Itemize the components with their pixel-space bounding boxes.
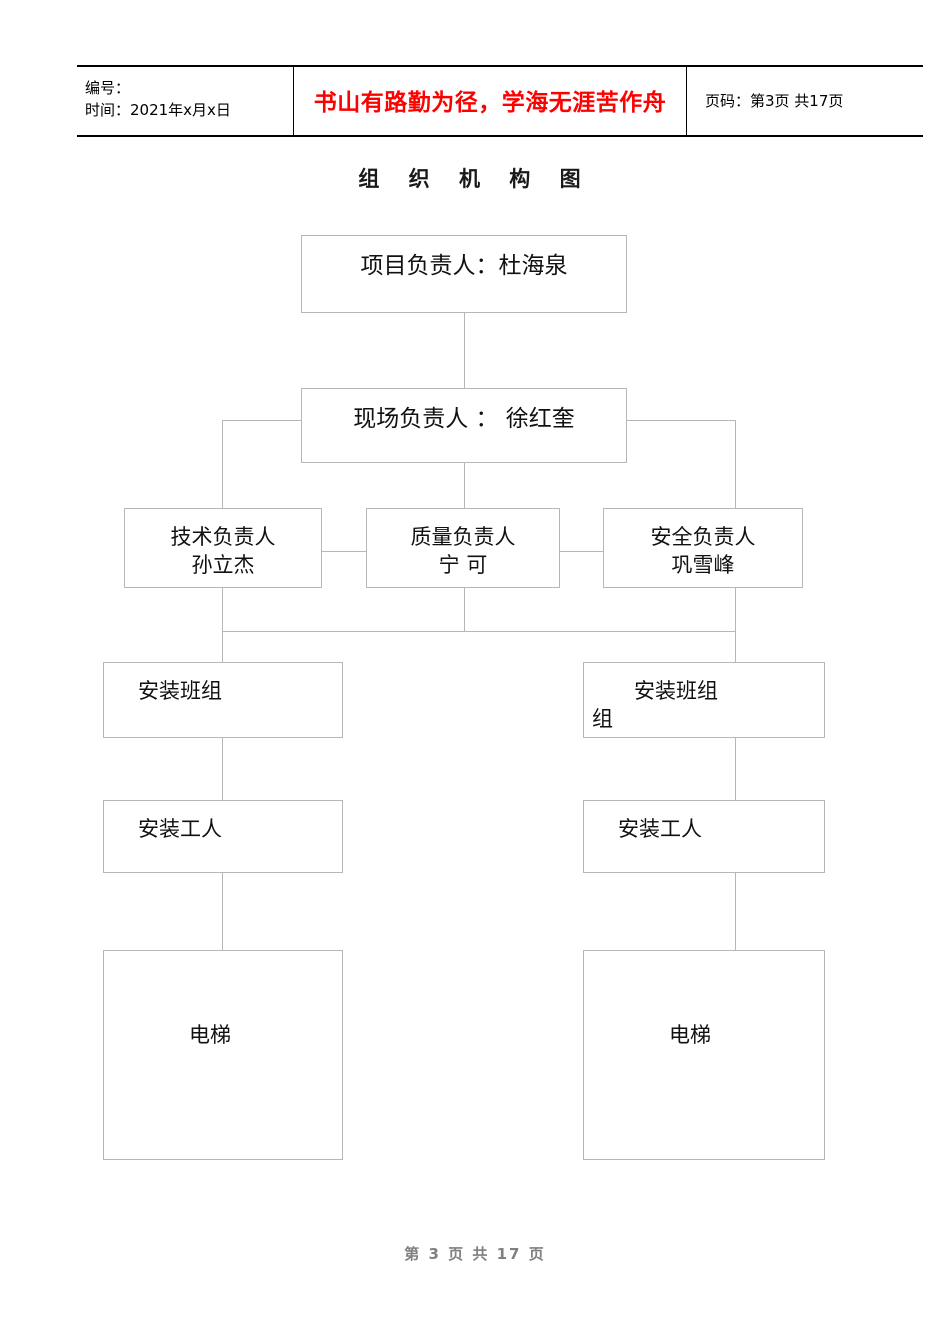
page-header-table: 编号： 时间：2021年x月x日 书山有路勤为径，学海无涯苦作舟 页码：第3页 … — [77, 65, 923, 137]
connector-team-right-to-worker-right — [735, 738, 736, 800]
node-quality-leader-label: 质量负责人 宁 可 — [410, 525, 516, 578]
page-title: 组 织 机 构 图 — [358, 166, 592, 191]
connector-site-to-quality — [464, 463, 465, 508]
node-team-left[interactable]: 安装班组 — [103, 662, 343, 738]
node-project-leader[interactable]: 项目负责人：杜海泉 — [301, 235, 627, 313]
node-team-right-label-line2: 组 — [592, 707, 613, 732]
node-worker-right-label: 安装工人 — [618, 817, 702, 841]
connector-tech-down — [222, 588, 223, 662]
header-code-label: 编号： — [85, 79, 131, 98]
connector-worker-right-to-elevator-right — [735, 873, 736, 950]
node-worker-left[interactable]: 安装工人 — [103, 800, 343, 873]
node-elevator-right-label: 电梯 — [669, 1023, 711, 1047]
node-elevator-left[interactable]: 电梯 — [103, 950, 343, 1160]
page-footer: 第 3 页 共 17 页 — [404, 1245, 546, 1263]
node-worker-left-label: 安装工人 — [138, 817, 222, 841]
connector-worker-left-to-elevator-left — [222, 873, 223, 950]
node-elevator-right[interactable]: 电梯 — [583, 950, 825, 1160]
node-team-right[interactable]: 安装班组 组 — [583, 662, 825, 738]
node-tech-leader-label: 技术负责人 孙立杰 — [170, 525, 276, 578]
node-worker-right[interactable]: 安装工人 — [583, 800, 825, 873]
node-safety-leader[interactable]: 安全负责人 巩雪峰 — [603, 508, 803, 588]
connector-team-bus-horizontal — [222, 631, 736, 632]
node-project-leader-label: 项目负责人：杜海泉 — [360, 253, 568, 279]
node-site-leader-label: 现场负责人 ： 徐红奎 — [353, 406, 575, 432]
connector-quality-down — [464, 588, 465, 632]
node-safety-leader-label: 安全负责人 巩雪峰 — [650, 525, 756, 578]
header-row: 编号： 时间：2021年x月x日 书山有路勤为径，学海无涯苦作舟 页码：第3页 … — [77, 65, 923, 137]
node-site-leader[interactable]: 现场负责人 ： 徐红奎 — [301, 388, 627, 463]
node-tech-leader[interactable]: 技术负责人 孙立杰 — [124, 508, 322, 588]
connector-site-to-safety — [735, 420, 736, 508]
connector-site-to-tech — [222, 420, 223, 508]
header-cell-slogan: 书山有路勤为径，学海无涯苦作舟 — [293, 65, 687, 137]
header-cell-meta: 编号： 时间：2021年x月x日 — [77, 65, 294, 137]
header-time-label: 时间：2021年x月x日 — [85, 101, 231, 119]
node-team-right-label-line1: 安装班组 — [634, 679, 718, 703]
node-quality-leader[interactable]: 质量负责人 宁 可 — [366, 508, 560, 588]
node-team-left-label: 安装班组 — [138, 679, 222, 703]
connector-project-to-site — [464, 313, 465, 388]
node-elevator-left-label: 电梯 — [189, 1023, 231, 1047]
header-slogan: 书山有路勤为径，学海无涯苦作舟 — [313, 89, 667, 116]
connector-safety-down — [735, 588, 736, 662]
header-cell-page: 页码：第3页 共17页 — [686, 65, 923, 137]
connector-quality-to-safety — [560, 551, 603, 552]
connector-tech-to-quality — [322, 551, 366, 552]
connector-team-left-to-worker-left — [222, 738, 223, 800]
header-page-info: 页码：第3页 共17页 — [705, 91, 844, 110]
